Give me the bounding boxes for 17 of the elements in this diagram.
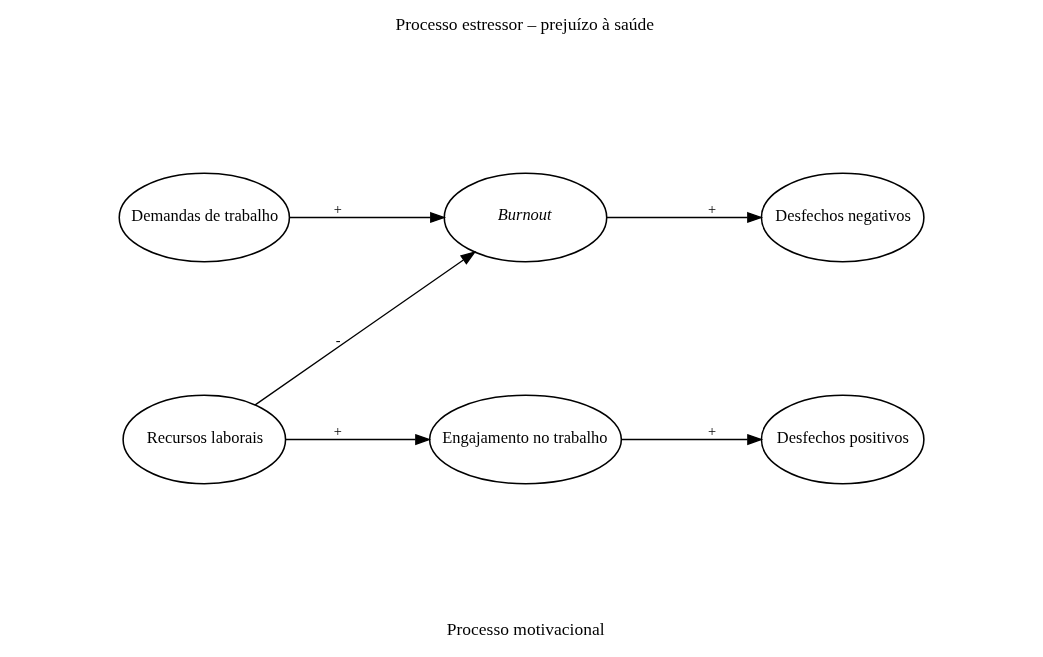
arrow [254, 250, 477, 406]
node-ellipse: Desfechos negativos [760, 172, 925, 263]
node-ellipse: Recursos laborais [122, 394, 287, 485]
arrow [288, 211, 447, 224]
arrow [620, 433, 764, 446]
edge-label: + [707, 200, 717, 217]
edge-label: + [333, 200, 342, 217]
edge-label: - [335, 332, 341, 349]
node-ellipse: Engajamento no trabalho [428, 394, 623, 485]
arrow [606, 211, 764, 224]
node-ellipse: Desfechos positivos [760, 394, 925, 485]
edge-label: + [707, 422, 717, 439]
arrow [285, 433, 432, 446]
edge-label: + [333, 422, 342, 439]
label: Processo motivacional [446, 618, 605, 639]
node-ellipse: Demandas de trabalho [118, 172, 291, 263]
label: Processo estressor – prejuízo à saúde [395, 14, 654, 35]
